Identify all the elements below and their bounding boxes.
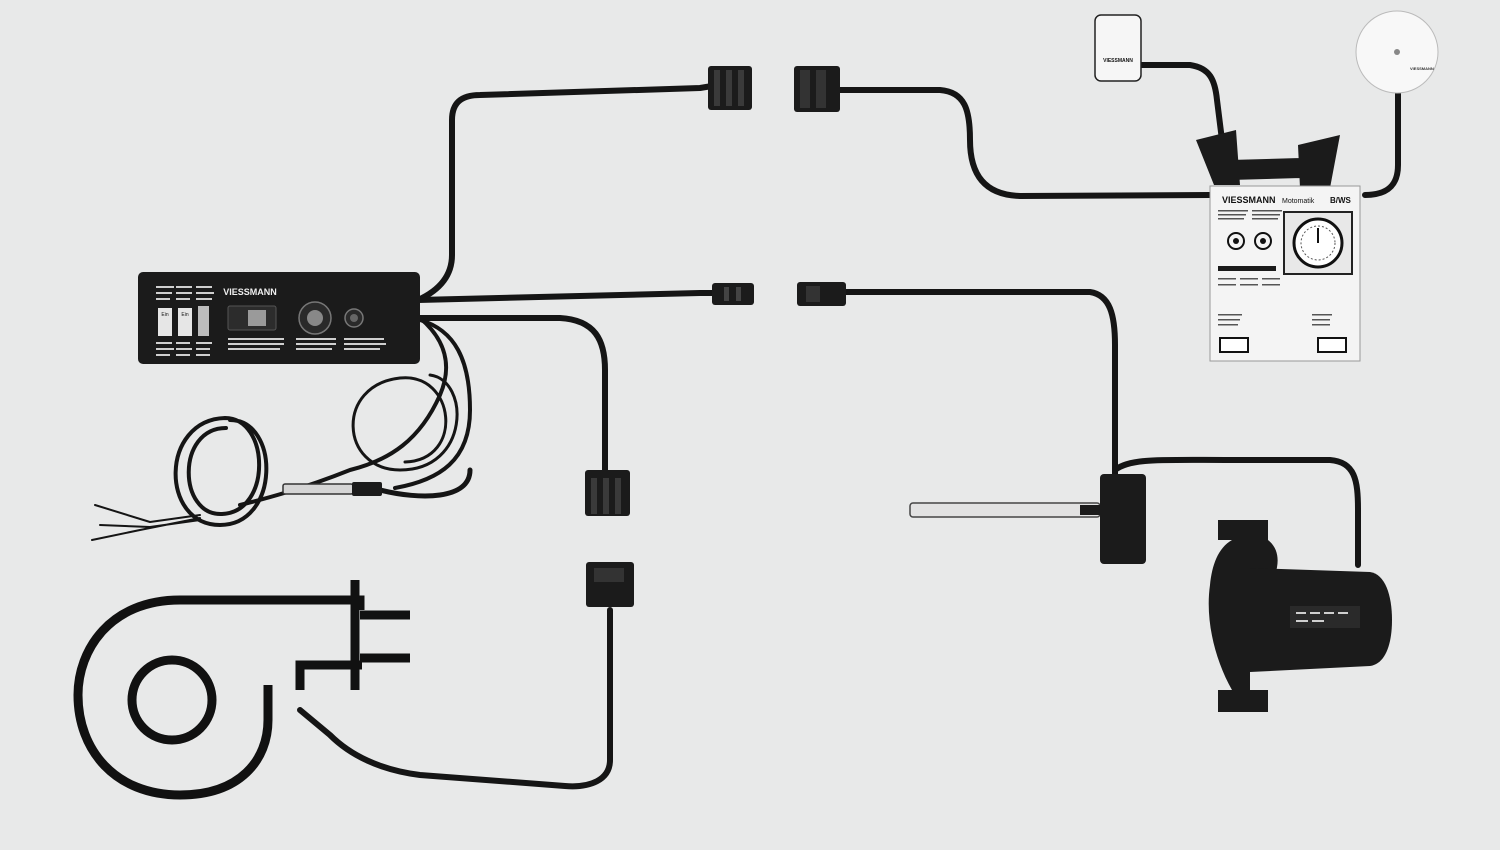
switch-pumps[interactable] <box>178 308 192 336</box>
room-sensor-brand: VIESSMANN <box>1410 66 1434 71</box>
outdoor-sensor-brand: VIESSMANN <box>1103 58 1133 64</box>
switch-burner-fuse[interactable] <box>198 306 209 336</box>
socket-top-right <box>794 66 840 112</box>
controller-model-name: Motomatik <box>1282 198 1315 205</box>
controller-label-strip <box>1218 266 1276 271</box>
controller-bracket <box>1196 130 1340 188</box>
controller-brand: VIESSMANN <box>1222 195 1276 205</box>
plug-lower <box>585 470 630 516</box>
time-switch-ticks <box>1300 225 1336 261</box>
controller-switch-right[interactable] <box>1317 337 1347 353</box>
controller-box: VIESSMANN Motomatik B/WS <box>1196 130 1361 362</box>
thermostat-housing <box>1100 474 1146 564</box>
socket-middle-right <box>797 282 846 306</box>
switch-label-1: Ein <box>161 312 168 318</box>
plug-top-left <box>708 66 752 110</box>
limiter-cap <box>350 314 358 322</box>
pump-body <box>1208 520 1278 712</box>
knob-center-night <box>1260 238 1266 244</box>
knob-center-day <box>1233 238 1239 244</box>
cable-lower-plug-to-burner <box>297 607 613 790</box>
cable-room-sensor-to-controller <box>1362 82 1401 198</box>
burner-housing-outline <box>73 580 410 800</box>
outdoor-sensor-housing <box>1094 14 1142 82</box>
cable-panel-to-probe <box>393 318 472 490</box>
controller-switch-left[interactable] <box>1219 337 1249 353</box>
temperature-probe <box>282 482 382 496</box>
cable-thermostat-to-pump <box>1112 456 1361 568</box>
cable-panel-to-lower-plug <box>415 315 608 473</box>
service-switch-knob[interactable] <box>248 310 266 326</box>
socket-lower <box>586 562 634 607</box>
circulation-pump <box>1208 520 1392 712</box>
cable-panel-to-middle-plug <box>415 290 717 303</box>
room-sensor-dot <box>1394 49 1400 55</box>
thermostat-sensor-tube <box>909 502 1101 518</box>
cable-middle-socket-to-thermostat <box>843 289 1118 478</box>
cable-top-socket-to-controller <box>837 87 1213 199</box>
pump-scale-markings <box>1296 612 1348 622</box>
control-panel: Ein Ein VIESSMANN <box>138 272 420 364</box>
panel-small-print <box>156 286 386 356</box>
panel-brand-logo: VIESSMANN <box>223 287 277 297</box>
thermostat-fitting <box>1080 505 1110 515</box>
cable-panel-to-top-plug <box>415 83 715 303</box>
burner-fan-symbol <box>73 580 410 800</box>
outdoor-sensor: VIESSMANN <box>1094 14 1142 82</box>
cable-probe-lead <box>377 467 473 499</box>
cable-loose-ends <box>91 504 201 541</box>
control-panel-body <box>138 272 420 364</box>
plug-middle-left <box>712 283 754 305</box>
burner-blower-wheel <box>127 655 217 745</box>
controller-small-print <box>1218 210 1332 326</box>
dial-cap <box>307 310 323 326</box>
room-sensor: VIESSMANN <box>1355 10 1439 94</box>
switch-label-2: Ein <box>181 312 188 318</box>
immersion-thermostat <box>909 474 1146 564</box>
pump-speed-scale <box>1290 606 1360 628</box>
cable-coil-right <box>351 373 459 472</box>
controller-model-code: B/WS <box>1330 196 1352 205</box>
switch-installation[interactable] <box>158 308 172 336</box>
cable-outdoor-sensor-to-controller <box>1137 62 1225 143</box>
